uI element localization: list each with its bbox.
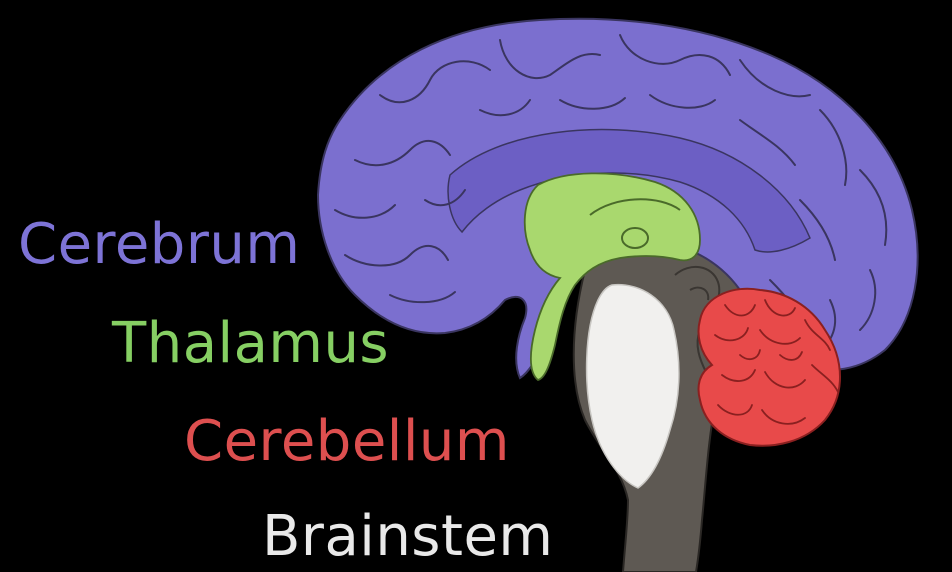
- thalamus-region: [523, 172, 701, 381]
- cerebellum-folia: [714, 299, 839, 425]
- thalamus-detail: [589, 198, 681, 216]
- thalamus-nucleus: [621, 227, 649, 249]
- brainstem-label: Brainstem: [262, 504, 554, 569]
- corpus-callosum: [447, 128, 811, 253]
- pons-region: [585, 283, 680, 489]
- thalamus-label: Thalamus: [112, 311, 390, 376]
- cerebrum-label: Cerebrum: [18, 212, 301, 277]
- cerebellum-label: Cerebellum: [184, 409, 510, 474]
- cerebellum-region: [697, 287, 841, 447]
- midbrain-fold: [689, 286, 710, 301]
